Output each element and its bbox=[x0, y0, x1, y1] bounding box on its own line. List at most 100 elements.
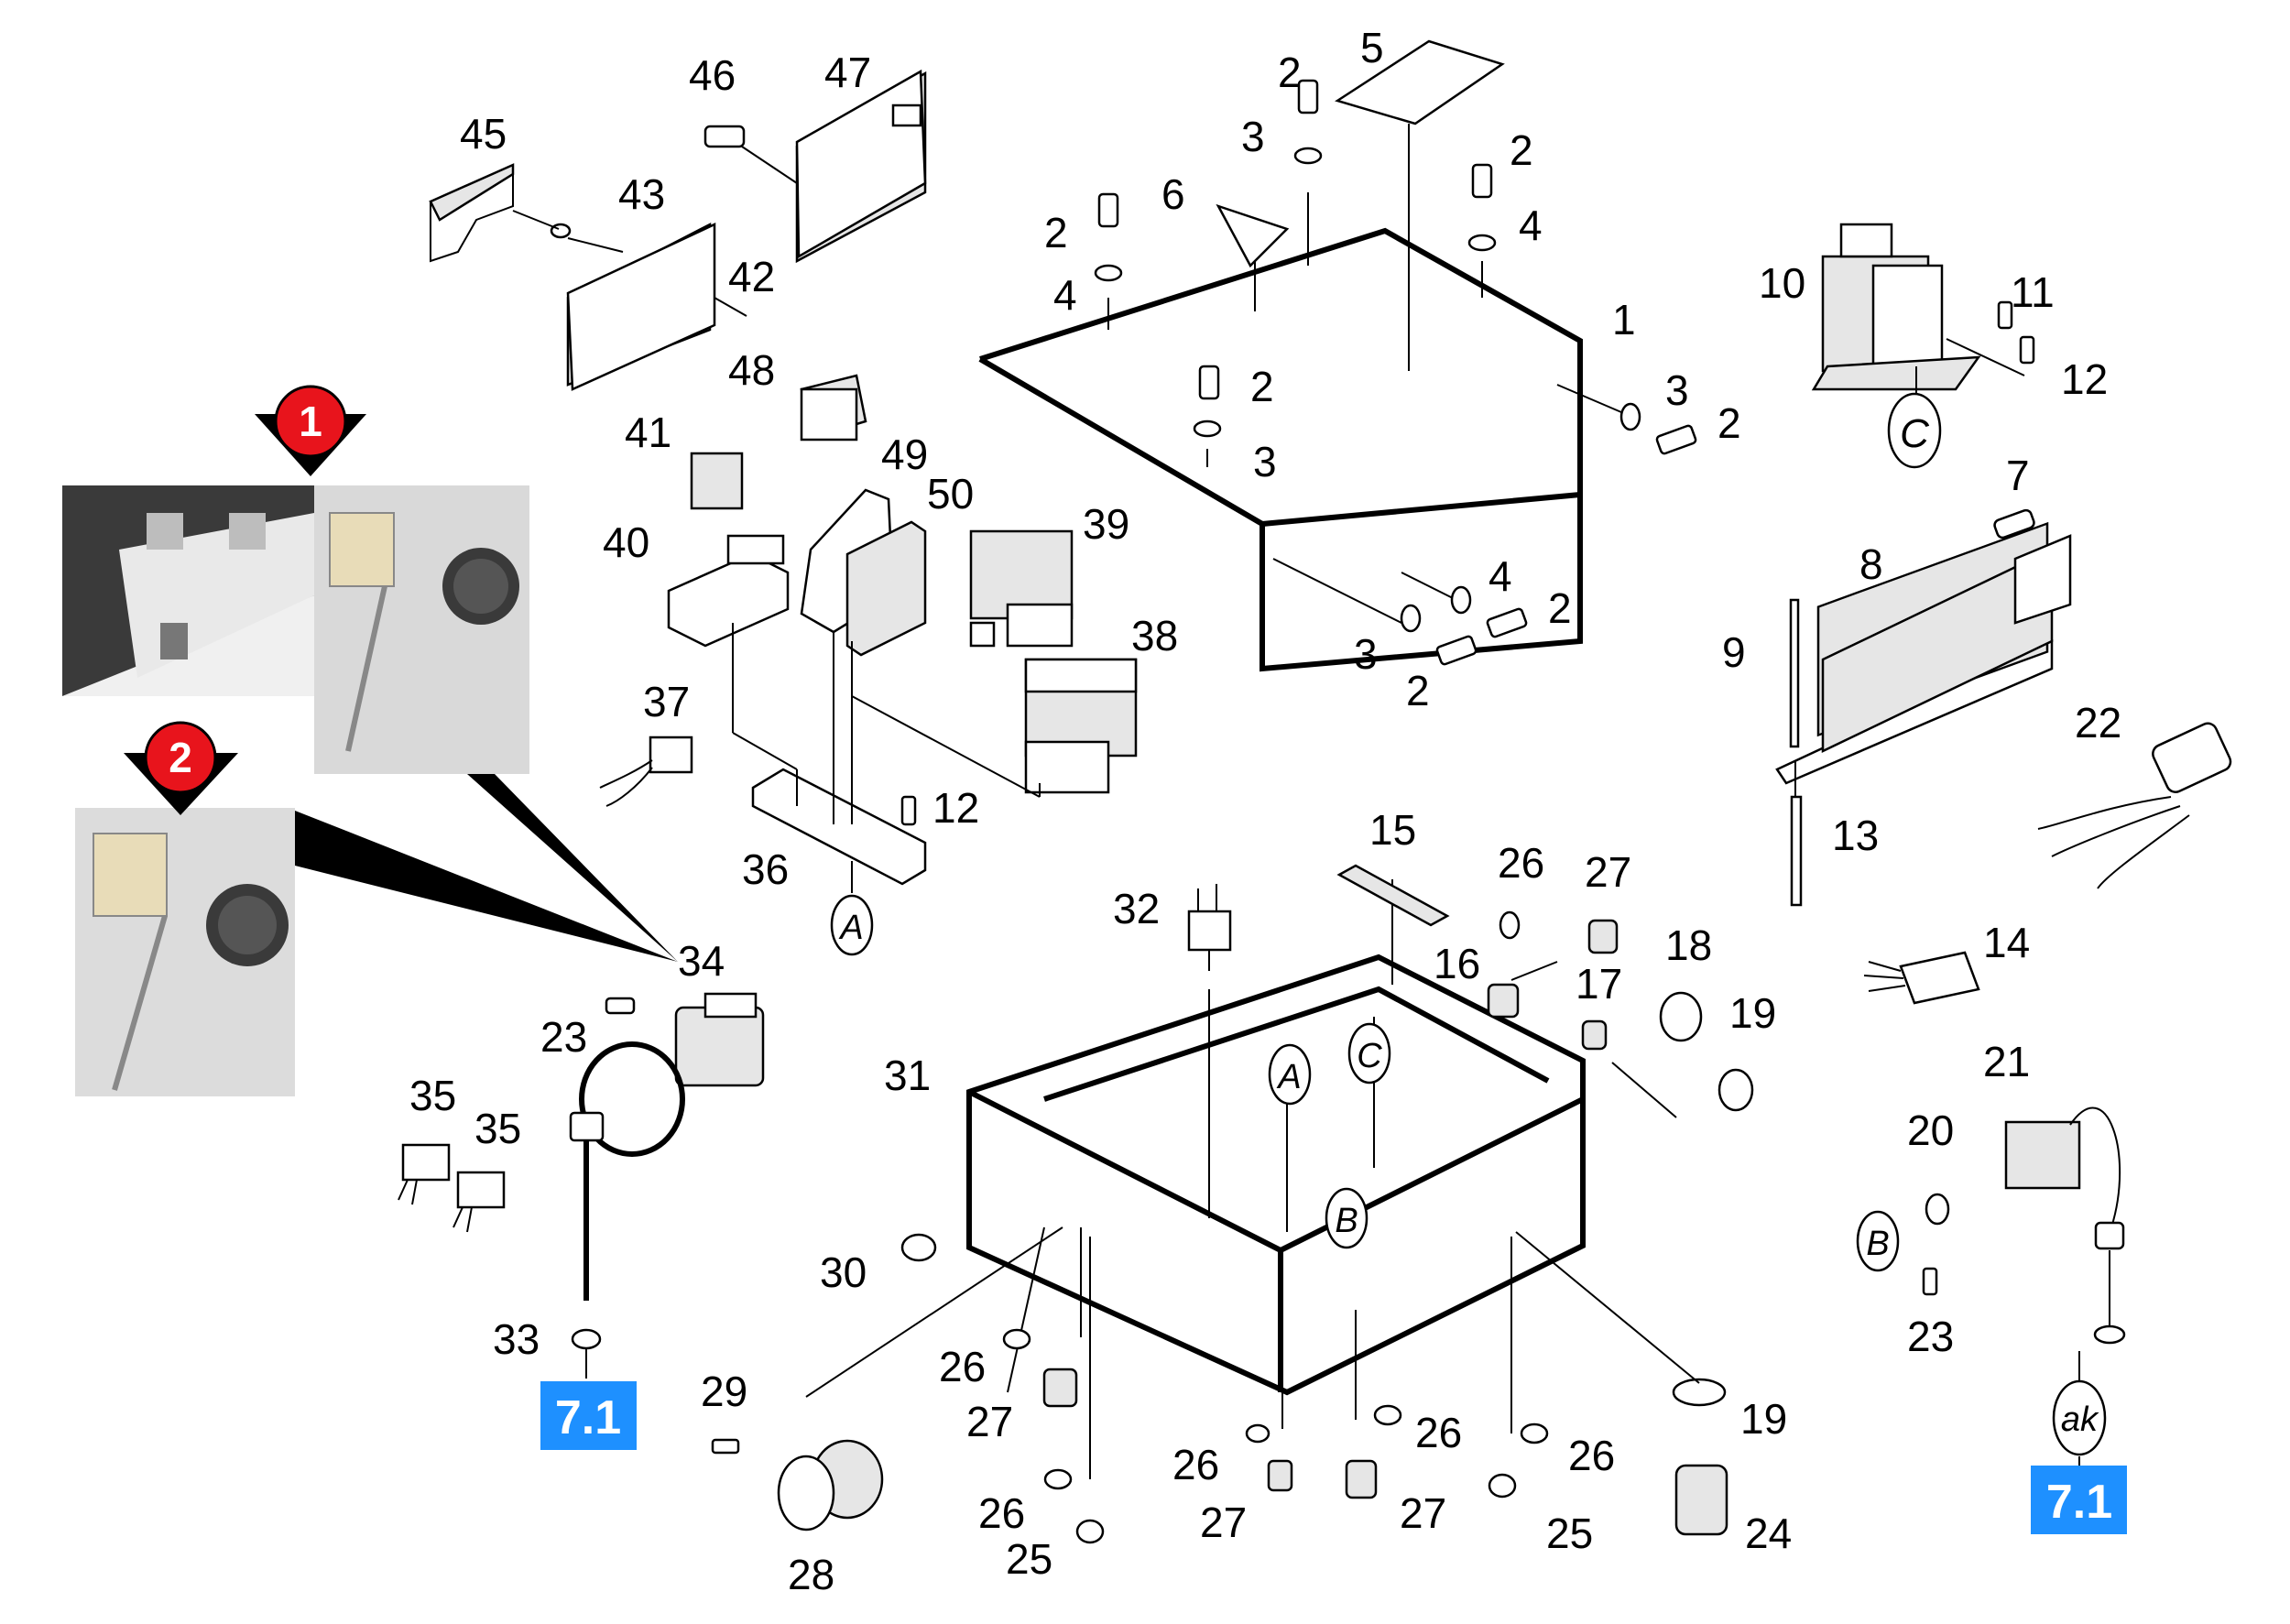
callout-31: 31 bbox=[884, 1052, 931, 1099]
callout-2e: 2 bbox=[1718, 399, 1741, 447]
callout-27c: 27 bbox=[1200, 1499, 1247, 1546]
callout-43: 43 bbox=[618, 170, 665, 218]
svg-text:7.1: 7.1 bbox=[555, 1391, 621, 1444]
module-50 bbox=[845, 520, 927, 657]
callout-23b: 23 bbox=[1907, 1313, 1954, 1360]
callout-19b: 19 bbox=[1740, 1395, 1787, 1443]
gasket-strip bbox=[1336, 864, 1450, 927]
callout-20: 20 bbox=[1907, 1106, 1954, 1154]
marker-1: 1 bbox=[255, 385, 366, 476]
callout-22: 22 bbox=[2075, 699, 2121, 747]
callout-35a: 35 bbox=[409, 1072, 456, 1119]
callout-46: 46 bbox=[689, 51, 736, 99]
svg-text:7.1: 7.1 bbox=[2046, 1476, 2112, 1529]
callout-7: 7 bbox=[2006, 452, 2030, 499]
callout-8: 8 bbox=[1859, 540, 1883, 588]
switch-28 bbox=[711, 1438, 884, 1531]
ref-a-box bbox=[1268, 1043, 1312, 1106]
svg-text:2: 2 bbox=[169, 734, 192, 781]
main-box bbox=[805, 879, 1586, 1398]
callout-28: 28 bbox=[788, 1551, 834, 1598]
callout-14: 14 bbox=[1983, 919, 2030, 966]
board-43 bbox=[429, 163, 747, 391]
callout-5: 5 bbox=[1360, 24, 1384, 71]
callout-49: 49 bbox=[881, 431, 928, 478]
top-cover bbox=[978, 124, 1622, 672]
contactor-38 bbox=[1024, 658, 1138, 794]
photo-inset-interior bbox=[62, 485, 314, 696]
callout-10: 10 bbox=[1759, 259, 1805, 307]
callout-27d: 27 bbox=[1400, 1489, 1446, 1537]
relay-41 bbox=[690, 452, 744, 510]
svg-text:C: C bbox=[1900, 411, 1930, 456]
svg-text:C: C bbox=[1357, 1037, 1382, 1075]
callout-21: 21 bbox=[1983, 1038, 2030, 1085]
part-37 bbox=[599, 736, 693, 807]
callout-3d: 3 bbox=[1354, 630, 1378, 678]
screws-top bbox=[1094, 79, 1697, 666]
svg-text:1: 1 bbox=[299, 398, 322, 445]
callout-50: 50 bbox=[927, 470, 974, 518]
ref-b-box bbox=[1325, 1187, 1369, 1249]
callout-38: 38 bbox=[1131, 612, 1178, 659]
callout-2b: 2 bbox=[1510, 126, 1533, 174]
filter-module bbox=[1863, 951, 1980, 1005]
callout-13: 13 bbox=[1832, 812, 1879, 859]
transformer: C bbox=[1811, 223, 2035, 469]
callout-41: 41 bbox=[625, 409, 671, 456]
callout-25a: 25 bbox=[1006, 1535, 1052, 1583]
callout-9: 9 bbox=[1722, 628, 1746, 676]
photo-inset-thermostat-2 bbox=[75, 808, 295, 1096]
callout-2a: 2 bbox=[1278, 49, 1302, 96]
callout-4a: 4 bbox=[1519, 202, 1543, 249]
callout-3a: 3 bbox=[1241, 113, 1265, 160]
svg-text:B: B bbox=[1866, 1225, 1889, 1263]
page-ref-right[interactable]: 7.1 bbox=[2031, 1466, 2127, 1534]
callout-17: 17 bbox=[1576, 960, 1622, 1008]
callout-23a: 23 bbox=[540, 1013, 587, 1061]
ref-b-right bbox=[1856, 1210, 1900, 1272]
svg-text:A: A bbox=[838, 909, 863, 947]
callout-15: 15 bbox=[1369, 806, 1416, 854]
page-ref-left[interactable]: 7.1 bbox=[540, 1381, 637, 1450]
callout-27a: 27 bbox=[1585, 848, 1631, 896]
callout-26d: 26 bbox=[1172, 1441, 1219, 1488]
callout-4b: 4 bbox=[1053, 271, 1077, 319]
callout-26a: 26 bbox=[1498, 839, 1544, 887]
svg-text:ak: ak bbox=[2061, 1401, 2099, 1439]
callout-3c: 3 bbox=[1665, 366, 1689, 414]
din-rail-36: A bbox=[732, 623, 1041, 956]
callout-33: 33 bbox=[493, 1315, 540, 1363]
glands-right bbox=[1487, 910, 1754, 1118]
callout-numbers: 1 2 2 2 2 2 2 2 3 3 3 3 4 4 4 5 6 7 8 9 … bbox=[409, 24, 2121, 1598]
callout-35b: 35 bbox=[474, 1105, 521, 1152]
board-47 bbox=[795, 69, 927, 264]
callout-12b: 12 bbox=[932, 784, 979, 832]
callout-26c: 26 bbox=[978, 1489, 1025, 1537]
callout-39: 39 bbox=[1083, 500, 1129, 548]
marker-2: 2 bbox=[124, 721, 238, 815]
capacitor bbox=[2037, 722, 2232, 889]
callout-42: 42 bbox=[728, 253, 775, 300]
svg-text:B: B bbox=[1335, 1202, 1358, 1240]
relay-48 bbox=[800, 374, 867, 441]
pointer-wedge-2 bbox=[295, 811, 678, 962]
callout-40: 40 bbox=[603, 518, 649, 566]
callout-19a: 19 bbox=[1729, 989, 1776, 1037]
callout-1: 1 bbox=[1612, 296, 1636, 343]
photo-inset-thermostat-1 bbox=[314, 485, 529, 774]
callout-4c: 4 bbox=[1488, 552, 1512, 600]
callout-32: 32 bbox=[1113, 885, 1160, 932]
contactor-39 bbox=[969, 529, 1074, 648]
callout-6: 6 bbox=[1161, 170, 1185, 218]
svg-text:A: A bbox=[1276, 1058, 1301, 1096]
plug-32 bbox=[1187, 884, 1232, 971]
callout-24: 24 bbox=[1745, 1510, 1792, 1557]
pointer-wedge-1 bbox=[467, 774, 678, 962]
callout-2d: 2 bbox=[1250, 363, 1274, 410]
callout-29: 29 bbox=[701, 1368, 747, 1415]
callout-2c: 2 bbox=[1044, 209, 1068, 256]
callout-45: 45 bbox=[460, 110, 507, 158]
part-35-a bbox=[398, 1143, 451, 1205]
